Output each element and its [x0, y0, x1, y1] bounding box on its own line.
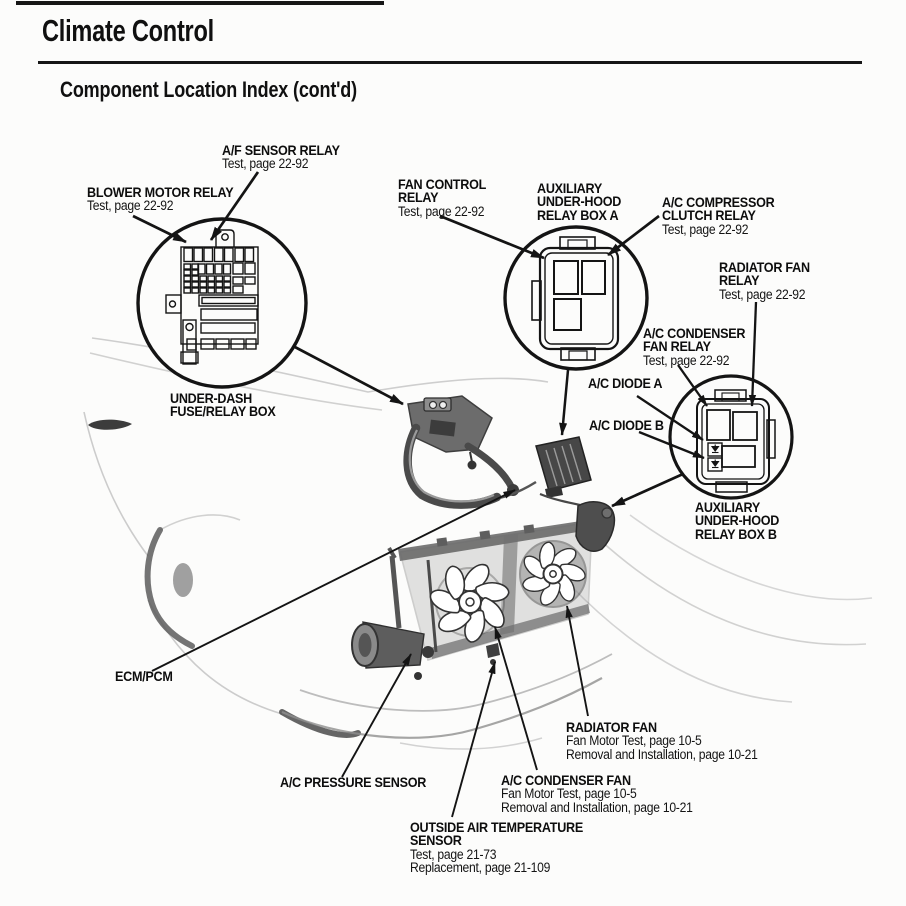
- page-reference: Removal and Installation, page 10-21: [566, 746, 758, 762]
- leader-ac-pressure-sensor: [341, 653, 412, 778]
- leader-radiator-fan: [565, 605, 589, 717]
- leader-circle1-location: [292, 344, 404, 406]
- ecm-pcm-illustration: [498, 436, 603, 512]
- diode-symbol-b: [710, 459, 720, 469]
- page-reference: Test, page 22-92: [719, 286, 806, 302]
- label-aux-underhood-relay-box-a: AUXILIARY UNDER-HOOD RELAY BOX A: [537, 180, 622, 223]
- component-name: RELAY BOX B: [695, 525, 777, 542]
- leader-blower-motor-relay: [132, 214, 187, 244]
- outside-air-temp-sensor-part: [486, 643, 500, 658]
- page-reference: Test, page 22-92: [87, 198, 174, 214]
- component-name: A/F SENSOR RELAY: [222, 142, 340, 158]
- wheel-arch: [144, 527, 195, 649]
- leader-ecm-pcm: [151, 489, 516, 672]
- leader-radiator-fan-relay: [748, 301, 758, 407]
- label-fan-control-relay: FAN CONTROL RELAY Test, page 22-92: [398, 176, 487, 219]
- leader-ac-diode-a: [636, 395, 704, 441]
- component-name: FUSE/RELAY BOX: [170, 403, 276, 420]
- label-ecm-pcm: ECM/PCM: [115, 668, 173, 684]
- page-reference: Test, page 22-92: [662, 221, 749, 237]
- component-name: AUXILIARY: [695, 499, 761, 515]
- page-reference: Test, page 22-92: [398, 203, 485, 219]
- page-reference: Removal and Installation, page 10-21: [501, 799, 693, 815]
- page-reference: Replacement, page 21-109: [410, 860, 551, 876]
- leader-ac-compressor-clutch-relay: [607, 214, 660, 257]
- component-name: A/C DIODE B: [589, 417, 664, 433]
- blower-unit-illustration: [403, 395, 519, 509]
- page-reference: Test, page 22-92: [222, 156, 309, 172]
- callout-circle-relay-box-b: [668, 374, 794, 500]
- leader-fan-control-relay: [439, 214, 545, 260]
- component-name: A/C CONDENSER: [643, 325, 746, 341]
- leader-ac-condenser-fan: [494, 626, 538, 771]
- wheel-shadow: [173, 563, 193, 597]
- label-blower-motor-relay: BLOWER MOTOR RELAY Test, page 22-92: [87, 184, 234, 214]
- label-ac-diode-a: A/C DIODE A: [588, 375, 663, 391]
- label-ac-diode-b: A/C DIODE B: [589, 417, 664, 433]
- leader-ac-diode-b: [638, 430, 705, 460]
- radiator-fan-illustration: [519, 540, 587, 608]
- callout-circle-relay-box-a: [503, 225, 649, 371]
- label-af-sensor-relay: A/F SENSOR RELAY Test, page 22-92: [222, 142, 340, 172]
- leader-ac-condenser-fan-relay: [677, 364, 708, 407]
- leader-outside-air-temp-sensor: [451, 661, 496, 818]
- car-body-dark-accents: [88, 419, 603, 739]
- page-title: Climate Control: [42, 13, 214, 48]
- door-mirror: [88, 419, 132, 430]
- component-name: ECM/PCM: [115, 668, 173, 684]
- leader-lines: [132, 171, 758, 818]
- component-name: SENSOR: [410, 832, 462, 849]
- component-name: OUTSIDE AIR TEMPERATURE: [410, 819, 583, 835]
- label-ac-condenser-fan-relay: A/C CONDENSER FAN RELAY Test, page 22-92: [643, 325, 746, 368]
- header-rule: [38, 61, 862, 65]
- fan-assembly-illustration: [351, 501, 616, 680]
- leader-relay-box-b-location: [611, 472, 684, 508]
- page-reference: Fan Motor Test, page 10-5: [501, 786, 637, 802]
- component-name: RADIATOR FAN: [566, 719, 657, 735]
- component-name: A/C COMPRESSOR: [662, 194, 775, 210]
- component-name: A/C CONDENSER FAN: [501, 772, 631, 788]
- component-name: A/C PRESSURE SENSOR: [280, 774, 427, 790]
- page-reference: Test, page 21-73: [410, 846, 497, 862]
- label-aux-underhood-relay-box-b: AUXILIARY UNDER-HOOD RELAY BOX B: [695, 499, 780, 542]
- component-name: FAN CONTROL: [398, 176, 487, 192]
- component-name: BLOWER MOTOR RELAY: [87, 184, 234, 200]
- callout-circle-underdash: [136, 217, 308, 389]
- component-name: A/C DIODE A: [588, 375, 663, 391]
- component-name: FAN RELAY: [643, 338, 711, 355]
- condenser-fan-illustration: [429, 563, 510, 643]
- component-name: UNDER-HOOD: [537, 193, 622, 210]
- component-name: RADIATOR FAN: [719, 259, 810, 275]
- leader-relay-box-a-location: [559, 369, 570, 436]
- component-name: CLUTCH RELAY: [662, 207, 756, 224]
- component-name: UNDER-HOOD: [695, 512, 780, 529]
- component-name: RELAY: [719, 272, 760, 289]
- diode-symbol-a: [710, 444, 720, 454]
- section-title: Component Location Index (cont'd): [60, 77, 357, 102]
- label-under-dash-fuse-relay-box: UNDER-DASH FUSE/RELAY BOX: [170, 390, 276, 420]
- component-name: RELAY: [398, 189, 439, 206]
- label-ac-condenser-fan: A/C CONDENSER FAN Fan Motor Test, page 1…: [501, 772, 693, 815]
- component-name: RELAY BOX A: [537, 206, 619, 223]
- component-name: UNDER-DASH: [170, 390, 253, 406]
- underdash-fusebox-drawing: [165, 229, 259, 365]
- label-outside-air-temperature-sensor: OUTSIDE AIR TEMPERATURE SENSOR Test, pag…: [410, 819, 583, 876]
- label-ac-pressure-sensor: A/C PRESSURE SENSOR: [280, 774, 427, 790]
- label-radiator-fan: RADIATOR FAN Fan Motor Test, page 10-5 R…: [566, 719, 758, 762]
- leader-af-sensor-relay: [209, 171, 260, 241]
- label-ac-compressor-clutch-relay: A/C COMPRESSOR CLUTCH RELAY Test, page 2…: [662, 194, 775, 237]
- relay-box-b-drawing: [696, 389, 776, 493]
- page-top-edge-bar: [16, 1, 384, 5]
- component-name: AUXILIARY: [537, 180, 603, 196]
- page-reference: Test, page 22-92: [643, 352, 730, 368]
- page-reference: Fan Motor Test, page 10-5: [566, 733, 702, 749]
- label-radiator-fan-relay: RADIATOR FAN RELAY Test, page 22-92: [719, 259, 810, 302]
- relay-box-a-drawing: [531, 236, 620, 361]
